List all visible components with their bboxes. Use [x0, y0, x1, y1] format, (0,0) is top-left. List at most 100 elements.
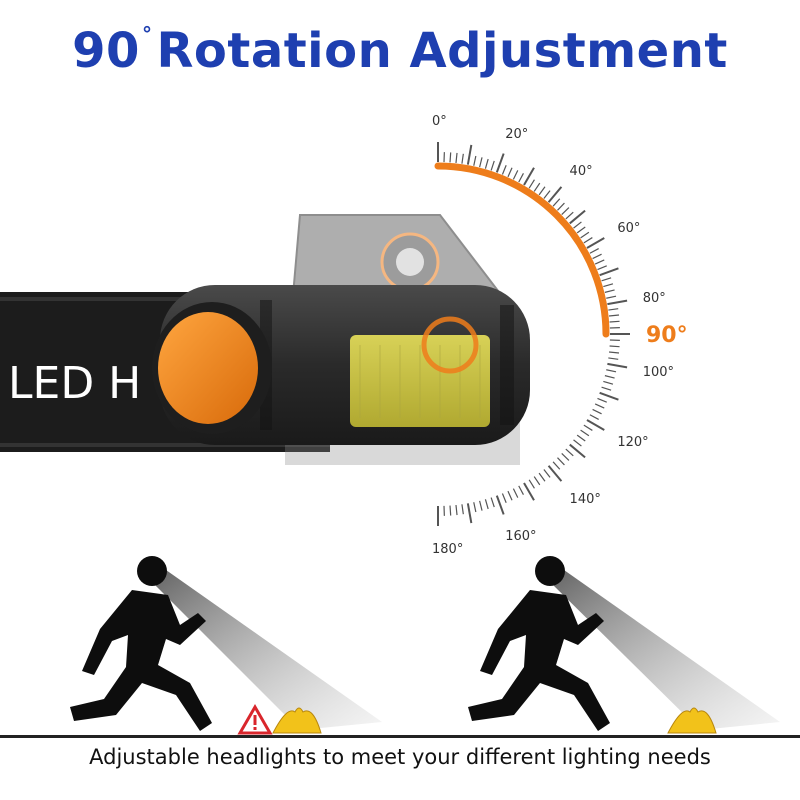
dial-tick	[533, 182, 541, 192]
title-prefix: 90	[72, 23, 140, 79]
dial-tick	[601, 386, 612, 391]
dial-tick	[589, 248, 599, 254]
dial-tick	[604, 289, 615, 293]
dial-tick	[538, 186, 546, 196]
dial-tick	[547, 186, 563, 203]
runner-scene-right	[468, 556, 780, 734]
rotation-dial: 0° 20° 40° 60° 80° 100° 120° 140° 160° 180° 90°	[432, 114, 688, 557]
dial-tick	[607, 362, 628, 369]
dial-tick	[455, 504, 458, 516]
dial-tick	[583, 237, 593, 244]
light-beam-icon	[550, 570, 780, 730]
dial-tick	[594, 403, 605, 409]
dial-tick	[523, 482, 535, 501]
dial-tick-label: 180°	[432, 542, 463, 557]
dial-tick	[501, 165, 507, 175]
dial-tick	[599, 391, 619, 401]
dial-tick	[580, 231, 590, 239]
dial-tick	[449, 152, 452, 163]
dial-tick-label: 80°	[643, 291, 666, 306]
banana-peel-icon	[667, 707, 717, 734]
dial-tick	[608, 357, 619, 360]
dial-tick	[609, 345, 620, 348]
dial-tick	[576, 226, 586, 234]
dial-tick	[466, 503, 473, 524]
dial-tick	[543, 190, 551, 199]
light-beam-icon	[152, 570, 382, 730]
orange-end-cap	[152, 302, 272, 434]
dial-tick	[565, 211, 574, 220]
dial-tick	[557, 202, 565, 211]
dial-tick	[603, 380, 614, 385]
page-title: 90°Rotation Adjustment	[0, 22, 800, 79]
dial-tick	[528, 479, 535, 489]
dial-tick	[569, 209, 586, 225]
dial-tick	[495, 153, 505, 173]
dial-tick	[484, 499, 489, 510]
dial-tick	[607, 299, 628, 306]
dial-tick	[495, 495, 505, 515]
dial-tick	[479, 157, 483, 168]
dial-tick	[479, 500, 483, 511]
dial-tick	[466, 144, 473, 165]
dial-tick-label: 0°	[432, 114, 447, 129]
dial-highlight-label: 90°	[646, 323, 688, 348]
dial-tick-label: 140°	[570, 492, 601, 507]
dial-tick-label: 160°	[505, 529, 536, 544]
dial-tick-label: 20°	[505, 127, 528, 142]
title-main: Rotation Adjustment	[156, 23, 728, 79]
dial-tick	[538, 472, 546, 482]
dial-tick	[449, 505, 452, 516]
dial-tick	[573, 439, 582, 447]
ground-line	[0, 735, 800, 738]
caption: Adjustable headlights to meet your diffe…	[89, 745, 711, 769]
dial-tick-label: 40°	[570, 164, 593, 179]
dial-tick	[609, 320, 620, 323]
dial-tick-label: 100°	[643, 365, 674, 380]
dial-tick	[604, 375, 615, 379]
dial-tick	[583, 424, 593, 431]
dial-tick	[569, 443, 586, 459]
dial-tick	[561, 207, 570, 215]
dial-tick	[512, 170, 519, 180]
dial-tick-label: 60°	[617, 221, 640, 236]
dial-tick	[594, 259, 605, 265]
runner-scene-left	[70, 556, 382, 735]
dial-tick	[557, 457, 565, 466]
dial-tick	[597, 265, 607, 271]
dial-tick	[490, 160, 495, 171]
dial-tick	[507, 167, 513, 178]
dial-tick	[586, 419, 605, 431]
dial-tick	[490, 497, 495, 508]
dial-tick	[599, 267, 619, 277]
dial-tick	[586, 237, 605, 249]
dial-tick	[518, 485, 524, 495]
dial-tick	[576, 434, 586, 442]
dial-tick	[455, 152, 458, 164]
dial-tick	[589, 414, 599, 420]
dial-tick	[608, 351, 620, 354]
dial-tick	[561, 453, 570, 461]
dial-tick	[473, 155, 477, 166]
dial-tick	[461, 153, 464, 164]
rotation-arc	[434, 162, 610, 338]
runner-icon	[70, 556, 212, 731]
dial-tick	[533, 476, 541, 486]
dial-tick	[580, 429, 590, 437]
dial-tick	[608, 314, 620, 317]
dial-tick	[543, 469, 551, 478]
runner-icon	[468, 556, 610, 731]
title-degree-mark: °	[141, 22, 153, 46]
dial-tick	[608, 308, 619, 311]
dial-tick	[603, 283, 614, 288]
dial-tick	[461, 504, 464, 515]
dial-tick-label: 120°	[617, 435, 648, 450]
dial-tick	[528, 179, 535, 189]
dial-tick	[473, 502, 477, 513]
dial-tick	[512, 488, 519, 498]
dial-tick	[565, 448, 574, 457]
dial-tick	[592, 253, 602, 260]
dial-tick	[552, 461, 561, 470]
dial-tick	[597, 397, 607, 403]
dial-tick	[518, 173, 524, 183]
